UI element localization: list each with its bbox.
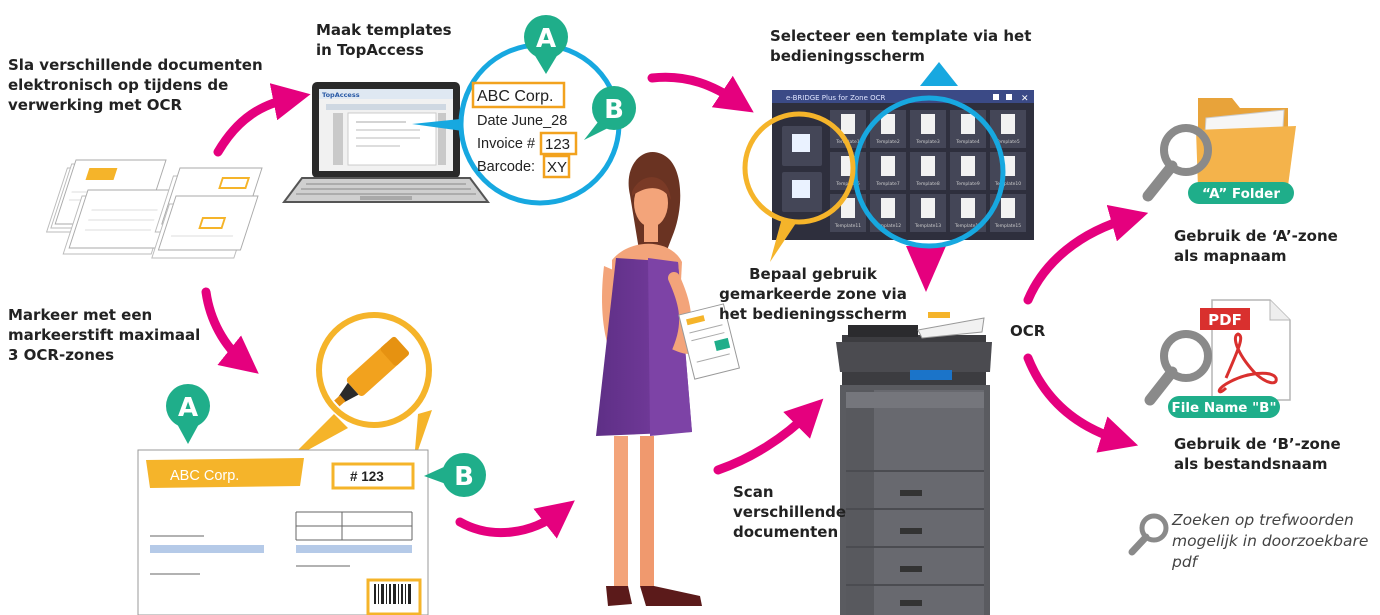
search-magnifier-icon: [1128, 513, 1169, 556]
flow-arrows: [201, 72, 1149, 539]
laptop-icon: TopAccess: [282, 82, 490, 203]
svg-text:A: A: [178, 393, 198, 423]
marker-b-pin: B: [584, 86, 636, 140]
template-tile: Template9: [950, 152, 986, 190]
template-tile-label: Template6: [835, 181, 860, 187]
marker-a-pin: A: [524, 15, 568, 74]
template-tile: Template13: [910, 194, 946, 232]
magnifier-icon: [1144, 330, 1212, 406]
arrow-to-copier: [713, 398, 824, 475]
marker-b-pin-doc: B: [424, 453, 486, 497]
template-line-barcode: Barcode:: [477, 159, 535, 175]
marked-invoice-document: ABC Corp. # 123: [137, 449, 429, 615]
template-tile: Template15: [990, 194, 1026, 232]
step-scan-label: Scan verschillende documenten: [733, 483, 847, 541]
template-tile: Template2: [870, 110, 906, 148]
arrow-to-panel: [647, 72, 754, 113]
template-tile-label: Template4: [955, 139, 980, 145]
doc-invoice: # 123: [350, 469, 384, 484]
template-line-date: Date June_28: [477, 113, 567, 129]
template-tile-label: Template11: [834, 223, 861, 229]
template-tile-label: Template12: [874, 223, 901, 229]
folder-tag: “A” Folder: [1202, 186, 1280, 202]
step-templates-label: Maak templates in TopAccess: [316, 21, 452, 59]
template-tile-label: Template8: [915, 181, 940, 187]
doc-company: ABC Corp.: [170, 468, 239, 484]
pdf-result: PDF File Name "B": [1144, 299, 1291, 418]
template-tile-label: Template9: [955, 181, 980, 187]
template-line-company: ABC Corp.: [477, 88, 553, 105]
multifunction-printer-icon: [836, 312, 992, 615]
template-invoice-value: 123: [545, 136, 570, 153]
template-tile: Template6: [830, 152, 866, 190]
template-barcode-value: XY: [547, 159, 567, 176]
template-tile: Template10: [990, 152, 1026, 190]
magnifier-icon: [1142, 124, 1212, 202]
panel-pointer-yellow: [770, 218, 798, 262]
folder-use-label: Gebruik de ‘A’-zone als mapnaam: [1174, 227, 1338, 265]
folder-result: “A” Folder: [1142, 98, 1296, 204]
laptop-brand: TopAccess: [322, 91, 360, 99]
template-tile-label: Template2: [875, 139, 900, 145]
template-tile-label: Template7: [875, 181, 900, 187]
acrobat-icon: [1217, 332, 1278, 394]
svg-text:B: B: [454, 462, 474, 492]
template-tile-label: Template10: [994, 181, 1021, 187]
file-tag: File Name "B": [1171, 400, 1276, 416]
arrow-to-file: [1023, 353, 1139, 453]
template-tile: Template8: [910, 152, 946, 190]
arrow-panel-to-copier: [906, 246, 946, 292]
ocr-label: OCR: [1010, 322, 1046, 340]
file-use-label: Gebruik de ‘B’-zone als bestandsnaam: [1174, 435, 1341, 473]
step-determine-label: Bepaal gebruik gemarkeerde zone via het …: [718, 265, 908, 323]
template-line-invoice: Invoice #: [477, 136, 535, 152]
arrow-to-marking: [201, 287, 259, 374]
step-mark-label: Markeer met een markeerstift maximaal 3 …: [8, 306, 201, 364]
search-note: Zoeken op trefwoorden mogelijk in doorzo…: [1172, 511, 1369, 571]
highlighter-zoom: [286, 312, 432, 462]
template-callout: ABC Corp. Date June_28 Invoice # 123 Bar…: [412, 42, 622, 206]
arrow-to-templates: [213, 83, 311, 157]
template-tile-label: Template13: [914, 223, 941, 229]
arrow-to-folder: [1023, 204, 1149, 305]
svg-text:B: B: [604, 95, 624, 125]
arrow-to-woman: [455, 500, 575, 539]
panel-title: e-BRIDGE Plus for Zone OCR: [786, 94, 886, 102]
step-store-label: Sla verschillende documenten elektronisc…: [8, 56, 263, 114]
svg-text:✕: ✕: [1021, 94, 1029, 104]
template-tile: Template3: [910, 110, 946, 148]
template-tile-label: Template5: [995, 139, 1020, 145]
panel-highlight-yellow: [742, 111, 856, 225]
template-tile: Template7: [870, 152, 906, 190]
marker-a-pin-doc: A: [166, 384, 210, 444]
template-tile-label: Template14: [954, 223, 981, 229]
step-select-label: Selecteer een template via het bediening…: [770, 27, 1032, 65]
svg-text:A: A: [536, 24, 556, 54]
highlighter-icon: [334, 336, 410, 407]
document-stack-icon: [45, 159, 263, 259]
template-tile-label: Template3: [915, 139, 940, 145]
woman-illustration: [596, 152, 741, 606]
pdf-label: PDF: [1208, 311, 1242, 329]
template-tile-label: Template15: [994, 223, 1021, 229]
